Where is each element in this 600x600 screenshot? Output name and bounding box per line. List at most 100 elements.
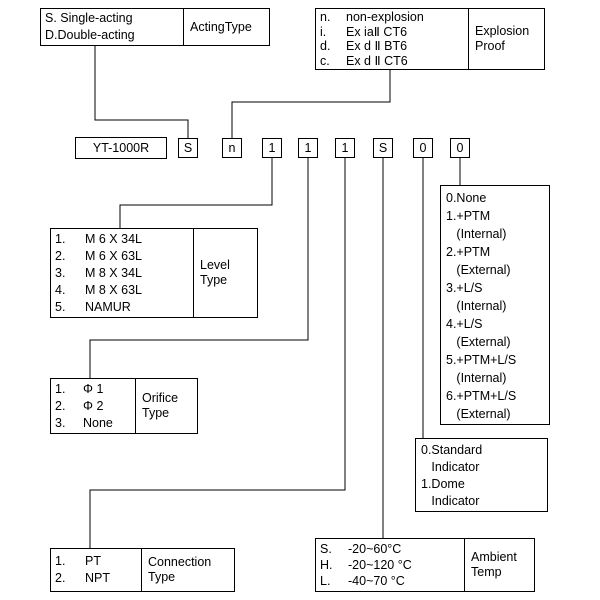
orifice-type-box: 1. Φ 1 2. Φ 2 3. None Orifice Type <box>50 378 198 434</box>
option-text: -20~60°C <box>348 542 402 556</box>
option-line: L. -40~70 °C <box>320 573 460 589</box>
option-line: 5.+PTM+L/S <box>446 353 517 367</box>
model-number-box: YT-1000R <box>75 137 167 159</box>
option-line: 2. Φ 2 <box>55 398 131 415</box>
option-line: 1. Φ 1 <box>55 381 131 398</box>
acting-type-box: S. Single-acting D.Double-acting ActingT… <box>40 8 270 46</box>
indicator-options: 0.Standard Indicator 1.Dome Indicator <box>416 439 487 511</box>
option-text: non-explosion <box>346 10 424 24</box>
option-text: M 8 X 63L <box>85 282 142 297</box>
option-key: d. <box>320 39 331 53</box>
code-char-connection: 1 <box>335 138 355 158</box>
option-key: 1. <box>55 231 66 246</box>
option-key: 1. <box>55 554 66 568</box>
orifice-type-label: Orifice Type <box>135 379 197 433</box>
code-char-ambient: S <box>373 138 393 158</box>
wire-connection <box>89 158 346 548</box>
wire-explosion <box>231 70 391 138</box>
orifice-options: 1. Φ 1 2. Φ 2 3. None <box>51 379 135 433</box>
option-key: 3. <box>55 415 66 430</box>
option-text: -20~120 °C <box>348 558 412 572</box>
code-char-level: 1 <box>262 138 282 158</box>
option-key: 3. <box>55 265 66 280</box>
option-line: (External) <box>446 335 511 349</box>
option-line: 4.+L/S <box>446 317 483 331</box>
option-key: 4. <box>55 282 66 297</box>
level-type-label: Level Type <box>193 229 257 317</box>
code-char-acting: S <box>178 138 198 158</box>
option-line: 6.+PTM+L/S <box>446 389 517 403</box>
option-text: M 8 X 34L <box>85 265 142 280</box>
accessories-box: 0.None 1.+PTM (Internal) 2.+PTM (Externa… <box>440 185 550 425</box>
option-key: 2. <box>55 398 66 413</box>
explosion-proof-box: n. non-explosion i. Ex iaⅡ CT6 d. Ex d Ⅱ… <box>315 8 545 70</box>
option-line: 0.Standard <box>421 443 483 457</box>
option-line: 0.None <box>446 191 487 205</box>
option-text: -40~70 °C <box>348 574 405 588</box>
option-line: 2. M 6 X 63L <box>55 248 189 265</box>
option-key: 5. <box>55 299 66 314</box>
accessories-options: 0.None 1.+PTM (Internal) 2.+PTM (Externa… <box>441 186 521 424</box>
code-char-orifice: 1 <box>298 138 318 158</box>
option-text: Φ 2 <box>83 398 104 413</box>
option-text: NAMUR <box>85 299 131 314</box>
option-line: Indicator <box>421 494 480 508</box>
code-char-indicator: 0 <box>413 138 433 158</box>
option-line: (Internal) <box>446 371 507 385</box>
option-line: Indicator <box>421 460 480 474</box>
option-line: 4. M 8 X 63L <box>55 282 189 299</box>
option-line: n. non-explosion <box>320 10 464 25</box>
option-line: (Internal) <box>446 227 507 241</box>
connection-options: 1. PT 2. NPT <box>51 549 141 591</box>
option-line: (Internal) <box>446 299 507 313</box>
option-line: S. Single-acting <box>45 11 133 25</box>
level-type-box: 1. M 6 X 34L 2. M 6 X 63L 3. M 8 X 34L 4… <box>50 228 258 318</box>
level-options: 1. M 6 X 34L 2. M 6 X 63L 3. M 8 X 34L 4… <box>51 229 193 317</box>
explosion-proof-label: Explosion Proof <box>468 9 544 69</box>
option-text: M 6 X 34L <box>85 231 142 246</box>
wire-orifice <box>89 158 309 378</box>
ambient-temp-label: Ambient Temp <box>464 539 534 591</box>
option-text: Ex iaⅡ CT6 <box>346 24 408 39</box>
option-line: 1.Dome <box>421 477 465 491</box>
option-line: 1. PT <box>55 553 137 570</box>
option-line: 1.+PTM <box>446 209 491 223</box>
option-line: S. -20~60°C <box>320 541 460 557</box>
option-line: 1. M 6 X 34L <box>55 231 189 248</box>
acting-type-label: ActingType <box>183 9 269 45</box>
option-key: S. <box>320 542 332 556</box>
option-key: 2. <box>55 248 66 263</box>
option-key: i. <box>320 24 327 39</box>
ambient-temp-box: S. -20~60°C H. -20~120 °C L. -40~70 °C A… <box>315 538 535 592</box>
option-line: (External) <box>446 407 511 421</box>
option-line: 2.+PTM <box>446 245 491 259</box>
option-text: None <box>83 415 113 430</box>
option-line: (External) <box>446 263 511 277</box>
option-line: 3. M 8 X 34L <box>55 265 189 282</box>
option-key: 1. <box>55 381 66 396</box>
option-key: 2. <box>55 571 66 585</box>
option-line: H. -20~120 °C <box>320 557 460 573</box>
option-line: c. Ex d Ⅱ CT6 <box>320 54 464 69</box>
option-line: 2. NPT <box>55 570 137 587</box>
indicator-box: 0.Standard Indicator 1.Dome Indicator <box>415 438 548 512</box>
option-line: 5. NAMUR <box>55 299 189 316</box>
option-text: NPT <box>85 571 110 585</box>
code-char-explosion: n <box>222 138 242 158</box>
connection-type-label: Connection Type <box>141 549 234 591</box>
ambient-options: S. -20~60°C H. -20~120 °C L. -40~70 °C <box>316 539 464 591</box>
option-text: PT <box>85 554 101 568</box>
option-text: Ex d Ⅱ BT6 <box>346 39 408 53</box>
option-text: Ex d Ⅱ CT6 <box>346 53 408 68</box>
acting-options: S. Single-acting D.Double-acting <box>41 9 183 45</box>
option-key: n. <box>320 10 331 24</box>
option-line: i. Ex iaⅡ CT6 <box>320 25 464 40</box>
option-key: c. <box>320 53 330 68</box>
option-text: Φ 1 <box>83 381 104 396</box>
option-text: M 6 X 63L <box>85 248 142 263</box>
option-line: d. Ex d Ⅱ BT6 <box>320 39 464 54</box>
option-key: H. <box>320 558 333 572</box>
option-line: 3.+L/S <box>446 281 483 295</box>
